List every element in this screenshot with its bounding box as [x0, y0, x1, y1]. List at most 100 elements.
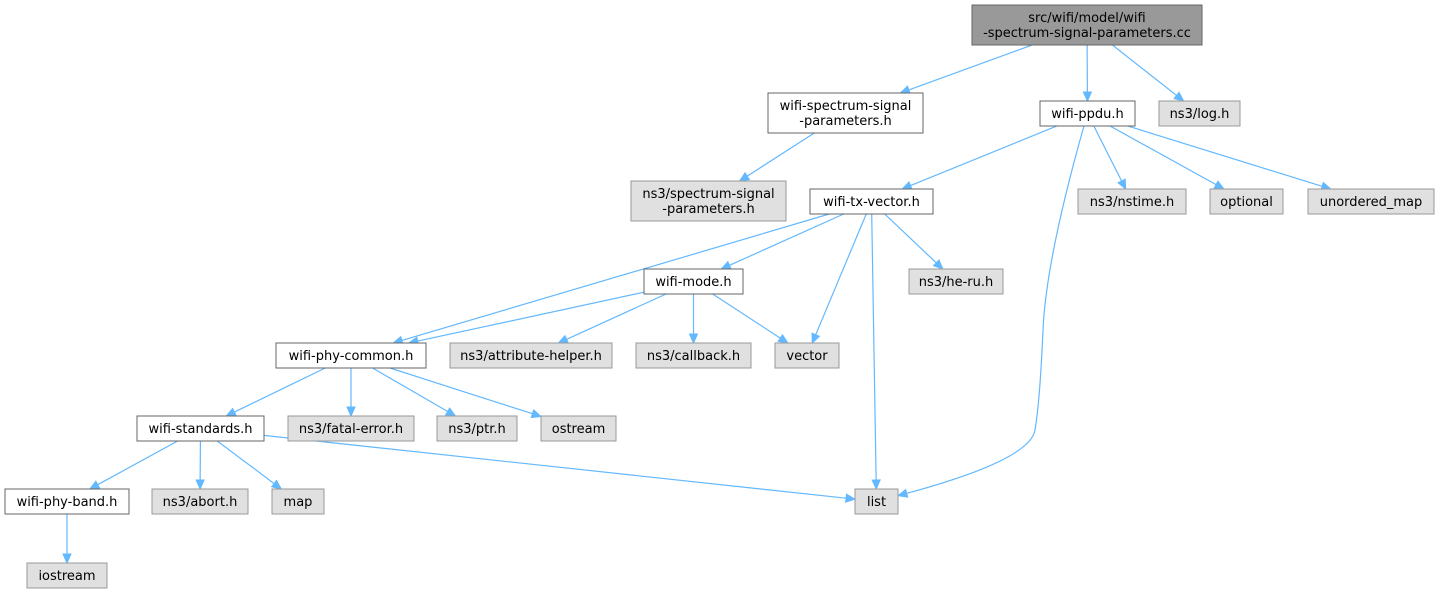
node-list: list [854, 488, 899, 515]
edge-txvec-to-phycommon [392, 213, 830, 345]
edge-line [884, 213, 937, 264]
node-wssp_h[interactable]: wifi-spectrum-signal-parameters.h [767, 92, 924, 134]
edge-arrowhead [530, 409, 543, 419]
node-label: -spectrum-signal-parameters.cc [983, 26, 1191, 41]
node-txvec[interactable]: wifi-tx-vector.h [809, 188, 934, 215]
node-box [436, 415, 518, 442]
edge-line [908, 44, 1033, 91]
edge-txvec-to-vector [811, 213, 867, 345]
edge-root-to-wifi_ppdu [1082, 44, 1093, 103]
node-label: ns3/nstime.h [1090, 195, 1174, 210]
edge-line [97, 440, 178, 486]
edge-standards-to-band [88, 440, 178, 490]
edge-root-to-wssp_h [899, 44, 1033, 95]
node-box [1307, 188, 1435, 215]
edge-wifi_ppdu-to-list [896, 125, 1085, 498]
edge-line [1127, 125, 1323, 187]
node-box [643, 268, 744, 295]
edge-line [906, 125, 1085, 494]
edge-standards-to-map [216, 440, 283, 490]
node-box [275, 342, 427, 369]
edge-arrowhead [1173, 91, 1185, 102]
edge-phycommon-to-ptr [372, 367, 457, 417]
edge-arrowhead [738, 171, 751, 182]
edge-line [216, 440, 275, 485]
node-box [971, 4, 1203, 46]
node-label: wifi-phy-band.h [17, 495, 118, 510]
node-label: wifi-phy-common.h [289, 349, 414, 364]
node-root[interactable]: src/wifi/model/wifi-spectrum-signal-para… [971, 4, 1203, 46]
node-box [26, 562, 108, 589]
edge-line [234, 367, 326, 413]
node-label: wifi-tx-vector.h [823, 195, 920, 210]
edge-line [401, 213, 830, 342]
edge-wssp_h-to-ns3_ssp [738, 132, 815, 182]
node-label: wifi-ppdu.h [1051, 107, 1124, 122]
edge-phycommon-to-ostream [389, 367, 543, 419]
node-label: unordered_map [1320, 195, 1423, 210]
edge-line [566, 293, 667, 340]
edge-line [263, 434, 847, 499]
node-ptr: ns3/ptr.h [436, 415, 518, 442]
edge-mode-to-callback [688, 294, 699, 345]
node-mode[interactable]: wifi-mode.h [643, 268, 744, 295]
edge-phycommon-to-standards [225, 367, 326, 417]
edge-arrowhead [225, 407, 237, 417]
edge-arrowhead [896, 488, 909, 498]
edge-txvec-to-list [871, 213, 881, 491]
edge-wifi_ppdu-to-optional [1109, 125, 1225, 190]
node-standards[interactable]: wifi-standards.h [136, 415, 265, 442]
node-map: map [271, 488, 325, 515]
node-label: ostream [552, 422, 606, 437]
edge-wifi_ppdu-to-nstime [1093, 125, 1127, 191]
edge-wifi_ppdu-to-umap [1127, 125, 1332, 191]
node-label: vector [786, 349, 828, 364]
node-log_h: ns3/log.h [1158, 100, 1241, 127]
edge-arrowhead [62, 553, 72, 565]
edge-arrowhead [1213, 180, 1225, 190]
edge-arrowhead [932, 259, 944, 270]
node-iostream: iostream [26, 562, 108, 589]
edge-phycommon-to-fatal [346, 368, 356, 418]
edge-standards-to-abort [195, 440, 205, 491]
node-label: wifi-standards.h [149, 422, 253, 437]
edges-layer [62, 44, 1332, 565]
node-box [630, 180, 787, 222]
node-label: ns3/ptr.h [448, 422, 506, 437]
node-heru: ns3/he-ru.h [908, 268, 1004, 295]
edge-line [746, 132, 815, 177]
node-label: optional [1220, 195, 1273, 210]
edge-line [712, 293, 781, 339]
edge-arrowhead [871, 479, 881, 491]
node-label: wifi-spectrum-signal [780, 99, 912, 114]
node-attr: ns3/attribute-helper.h [449, 342, 613, 369]
node-label: map [284, 495, 313, 510]
node-box [635, 342, 752, 369]
node-box [1209, 188, 1284, 215]
node-label: ns3/log.h [1170, 107, 1230, 122]
node-box [1077, 188, 1187, 215]
node-phycommon[interactable]: wifi-phy-common.h [275, 342, 427, 369]
node-label: iostream [38, 569, 95, 584]
node-box [774, 342, 840, 369]
node-label: wifi-mode.h [655, 275, 731, 290]
edge-arrowhead [557, 334, 570, 344]
node-box [1039, 100, 1136, 127]
node-label: ns3/callback.h [647, 349, 740, 364]
edge-line [729, 213, 844, 266]
node-box [854, 488, 899, 515]
edge-arrowhead [346, 406, 356, 418]
node-wifi_ppdu[interactable]: wifi-ppdu.h [1039, 100, 1136, 127]
node-fatal: ns3/fatal-error.h [287, 415, 415, 442]
edge-arrowhead [1117, 178, 1127, 191]
node-vector: vector [774, 342, 840, 369]
node-box [4, 488, 130, 515]
edge-arrowhead [720, 260, 732, 270]
edge-arrowhead [1082, 91, 1093, 103]
node-label: ns3/he-ru.h [919, 275, 994, 290]
node-band[interactable]: wifi-phy-band.h [4, 488, 130, 515]
edge-line [417, 291, 645, 342]
edge-line [389, 367, 533, 415]
node-ostream: ostream [540, 415, 617, 442]
node-abort: ns3/abort.h [151, 488, 249, 515]
